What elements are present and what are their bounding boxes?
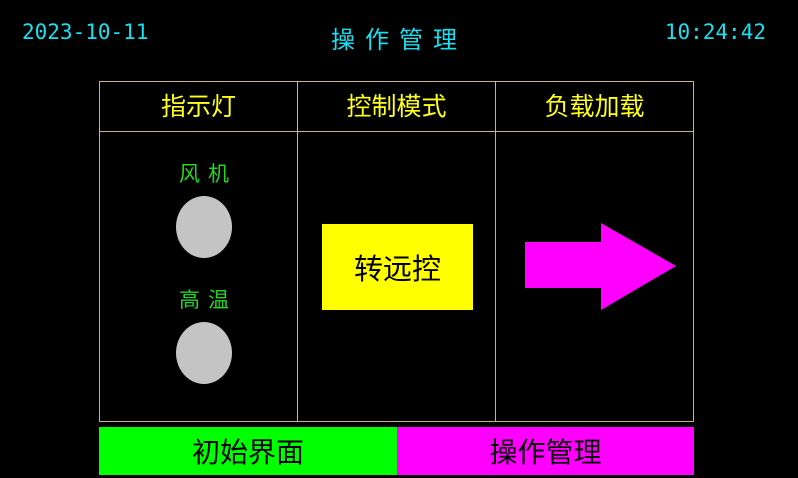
arrow-right-icon[interactable] xyxy=(524,222,678,312)
page-title: 操作管理 xyxy=(331,26,467,54)
column-divider xyxy=(495,82,496,421)
column-header-indicator: 指示灯 xyxy=(160,92,236,121)
column-header-load: 负载加载 xyxy=(544,92,645,121)
fan-indicator-lamp xyxy=(176,196,232,258)
date-display: 2023-10-11 xyxy=(22,20,149,44)
indicator-label-fan: 风机 xyxy=(179,162,237,186)
operation-table: 指示灯 控制模式 负载加载 xyxy=(99,81,694,422)
nav-home-button[interactable]: 初始界面 xyxy=(99,427,397,475)
column-header-control-mode: 控制模式 xyxy=(346,92,447,121)
time-display: 10:24:42 xyxy=(664,20,766,44)
indicator-label-high-temp: 高温 xyxy=(179,288,237,312)
column-divider xyxy=(297,82,298,421)
header-divider xyxy=(100,131,693,132)
switch-remote-control-button[interactable]: 转远控 xyxy=(322,224,473,310)
nav-operation-button[interactable]: 操作管理 xyxy=(397,427,694,475)
high-temp-indicator-lamp xyxy=(176,322,232,384)
